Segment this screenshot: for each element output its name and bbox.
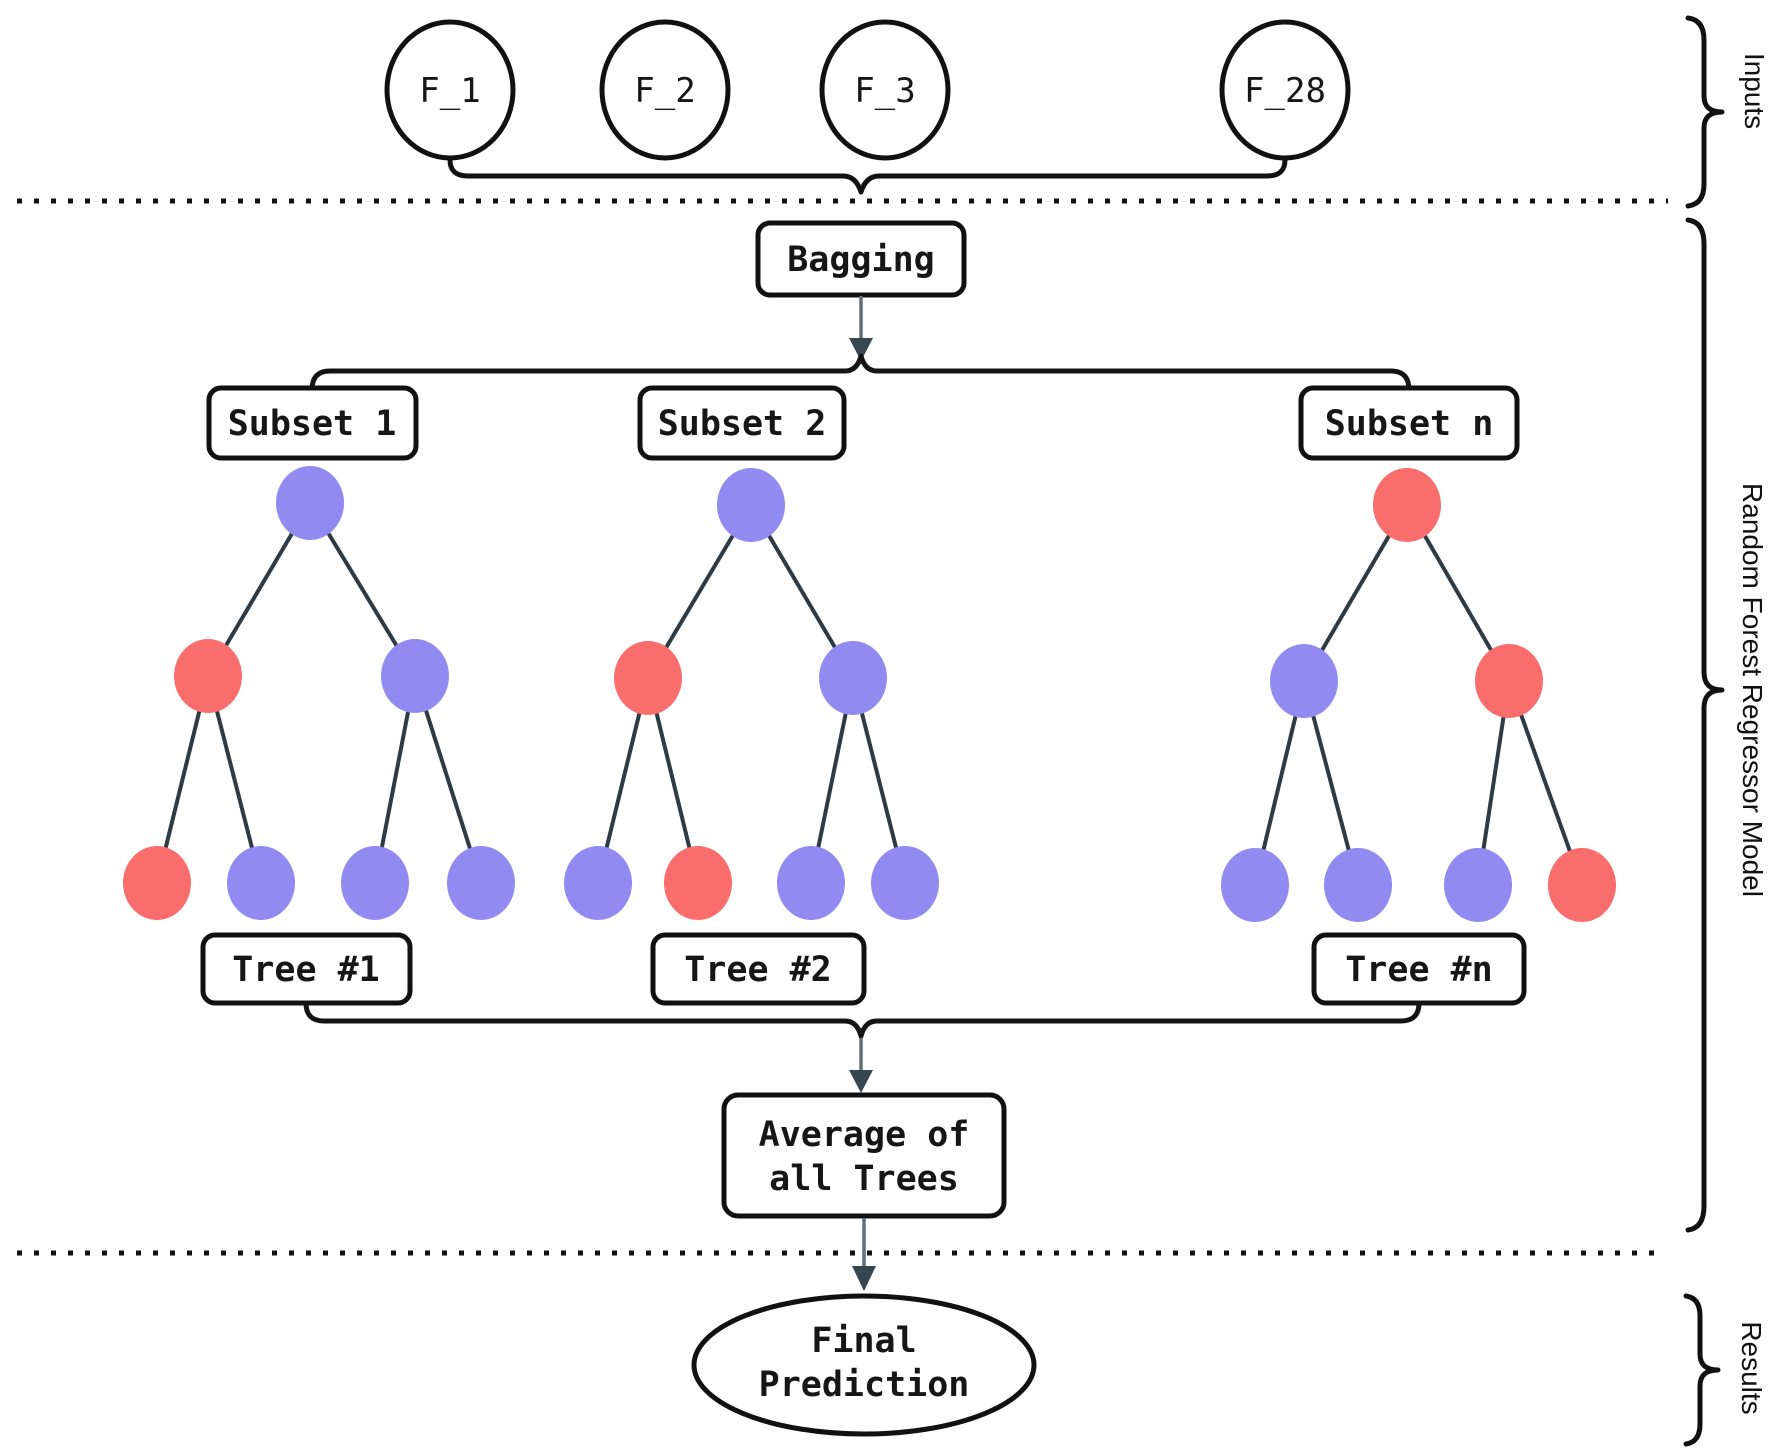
subset-n-label: Subset n: [1325, 404, 1494, 444]
tree-n-leaf-3: [1444, 848, 1512, 922]
tree-2: [564, 468, 939, 920]
tree-1-mid-right-node: [381, 639, 449, 713]
subset-n-box: [1298, 385, 1520, 461]
subset-2-box: [637, 385, 847, 461]
final-prediction-ellipse: [691, 1293, 1037, 1437]
tree-n-leaf-1: [1221, 848, 1289, 922]
tree-2-leaf-1: [564, 846, 632, 920]
average-box: [721, 1092, 1007, 1219]
merge-bracket: [303, 1000, 1422, 1039]
model-section-brace: [1685, 217, 1725, 1233]
tree-2-mid-right-node: [819, 641, 887, 715]
average-label-line2: all Trees: [769, 1159, 959, 1199]
tree-1-mid-left-node: [174, 639, 242, 713]
subset-1-box: [206, 385, 419, 461]
tree-n-label: Tree #n: [1345, 950, 1493, 990]
subset-2-label: Subset 2: [658, 404, 827, 444]
feature-circle-f2: [599, 19, 731, 161]
inputs-section-brace: [1685, 15, 1725, 209]
tree-2-box: [650, 932, 867, 1006]
feature-circle-f3: [819, 19, 951, 161]
tree-n-leaf-2: [1324, 848, 1392, 922]
tree-2-label: Tree #2: [684, 950, 832, 990]
tree-2-leaf-3: [777, 846, 845, 920]
arrow-average-head: [849, 1070, 873, 1093]
results-section-label: Results: [1736, 1321, 1767, 1414]
feature-label-f3: F_3: [854, 71, 915, 111]
tree-2-mid-left-node: [614, 641, 682, 715]
arrow-final-head: [852, 1266, 876, 1291]
tree-n-root-node: [1373, 468, 1441, 542]
bagging-label: Bagging: [787, 240, 935, 280]
tree-n-leaf-4: [1548, 848, 1616, 922]
inputs-gather-brace: [447, 157, 1288, 195]
tree-1: [123, 466, 515, 920]
final-prediction-line1: Final: [811, 1321, 916, 1361]
average-label-line1: Average of: [759, 1115, 970, 1155]
subset-1-label: Subset 1: [228, 404, 397, 444]
tree-1-leaf-3: [341, 846, 409, 920]
feature-label-f1: F_1: [419, 71, 480, 111]
tree-n: [1221, 468, 1616, 922]
tree-2-leaf-2: [664, 846, 732, 920]
bagging-box: [755, 220, 967, 298]
tree-1-leaf-1: [123, 846, 191, 920]
feature-label-f2: F_2: [634, 71, 695, 111]
tree-n-mid-left-node: [1270, 644, 1338, 718]
results-section-brace: [1683, 1293, 1721, 1447]
input-feature-nodes: F_1 F_2 F_3 F_28: [384, 19, 1351, 161]
final-prediction-line2: Prediction: [759, 1365, 970, 1405]
tree-1-label: Tree #1: [232, 950, 380, 990]
tree-2-root-node: [717, 468, 785, 542]
arrow-bagging-head: [849, 338, 873, 361]
split-bracket: [309, 353, 1412, 393]
tree-1-leaf-2: [227, 846, 295, 920]
tree-1-root-node: [276, 466, 344, 540]
inputs-section-label: Inputs: [1739, 53, 1768, 129]
tree-n-mid-right-node: [1475, 644, 1543, 718]
tree-1-leaf-4: [447, 846, 515, 920]
tree-2-leaf-4: [871, 846, 939, 920]
feature-label-f28: F_28: [1244, 71, 1326, 111]
model-section-label: Random Forest Regressor Model: [1737, 483, 1768, 897]
